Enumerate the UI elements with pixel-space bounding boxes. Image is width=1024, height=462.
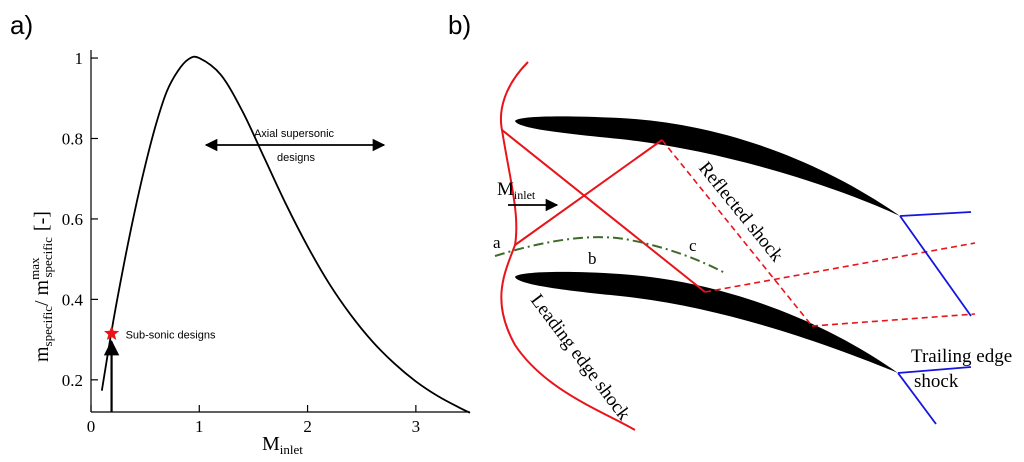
x-tick-label: 1	[195, 417, 204, 436]
y-ticks: 0.2 0.4 0.6 0.8 1	[62, 49, 98, 390]
leading-edge-shock	[500, 61, 636, 431]
cascade-shock-diagram: Minlet a b c Reflected shock Leading edg…	[493, 61, 1012, 431]
subsonic-design-marker	[104, 325, 120, 340]
x-tick-label: 3	[412, 417, 421, 436]
point-label-a: a	[493, 233, 501, 252]
trailing-edge-label-line2: shock	[914, 371, 959, 392]
y-tick-label: 0.4	[62, 290, 84, 309]
chart-axes	[90, 50, 470, 413]
y-tick-label: 0.2	[62, 371, 83, 390]
y-tick-label: 0.6	[62, 210, 83, 229]
trailing-shock-lower-2	[897, 372, 937, 425]
panel-label-a: a)	[10, 10, 33, 40]
supersonic-label-line2: designs	[277, 152, 315, 164]
point-label-b: b	[588, 249, 597, 268]
m-inlet-label: Minlet	[497, 179, 536, 202]
x-tick-label: 0	[87, 417, 96, 436]
x-ticks: 0 1 2 3	[87, 405, 420, 436]
reflected-shock-3	[811, 313, 976, 327]
mass-flow-chart: 0.2 0.4 0.6 0.8 1 0 1 2 3 Minlet mspecific/ mma…	[27, 49, 471, 457]
subsonic-label: Sub-sonic designs	[126, 330, 216, 342]
x-axis-label: Minlet	[262, 433, 303, 457]
reflected-shock-label: Reflected shock	[694, 158, 787, 266]
oblique-shock-rising	[514, 139, 663, 246]
panel-label-b: b)	[448, 10, 471, 40]
x-tick-label: 2	[303, 417, 312, 436]
trailing-edge-label-line1: Trailing edge	[911, 346, 1012, 367]
point-label-c: c	[689, 236, 697, 255]
oblique-shock-falling	[501, 129, 706, 293]
trailing-shock-upper-2	[899, 215, 972, 317]
y-axis-label: mspecific/ mmaxspecific[-]	[27, 211, 55, 362]
sonic-line	[494, 236, 726, 274]
series-line	[100, 55, 471, 414]
leading-edge-shock-label: Leading edge shock	[526, 290, 635, 424]
y-tick-label: 0.8	[62, 129, 83, 148]
reflected-shock-2	[704, 242, 976, 293]
trailing-shock-upper-1	[899, 211, 972, 217]
trailing-shock-lower-1	[897, 366, 972, 374]
upper-blade	[515, 116, 900, 216]
y-tick-label: 1	[75, 49, 84, 68]
supersonic-label-line1: Axial supersonic	[254, 128, 335, 140]
